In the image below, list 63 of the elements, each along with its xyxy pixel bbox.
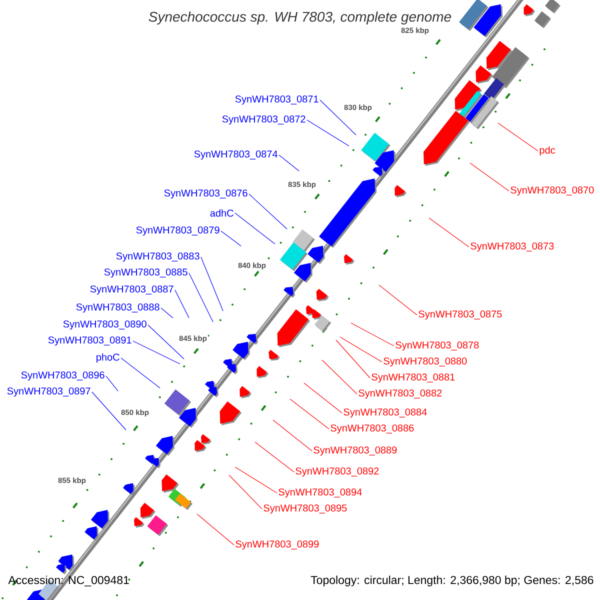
leader-line bbox=[188, 272, 214, 322]
leader-line bbox=[290, 398, 330, 430]
leader-line bbox=[306, 120, 350, 146]
leader-line bbox=[228, 474, 262, 510]
gene-label: SynWH7803_0872 bbox=[222, 115, 306, 125]
gene-label: SynWH7803_0883 bbox=[116, 252, 200, 262]
leader-line bbox=[248, 194, 288, 230]
gene-label: phoC bbox=[96, 353, 120, 363]
gene-label: SynWH7803_0882 bbox=[358, 389, 442, 399]
gene-label: SynWH7803_0896 bbox=[21, 371, 104, 381]
accession-text: Accession: NC_009481 bbox=[8, 576, 129, 586]
title: Synechococcus sp. WH 7803, complete genome bbox=[148, 11, 452, 25]
gene-label: SynWH7803_0879 bbox=[136, 226, 220, 236]
gene-label: SynWH7803_0888 bbox=[76, 303, 160, 313]
gene-label: SynWH7803_0881 bbox=[372, 373, 455, 383]
gene-label: SynWH7803_0889 bbox=[314, 446, 397, 456]
leader-line bbox=[498, 122, 538, 152]
leader-line bbox=[234, 212, 276, 244]
gene-label: SynWH7803_0876 bbox=[164, 189, 248, 199]
gene-label: SynWH7803_0871 bbox=[235, 95, 318, 105]
gene-label: SynWH7803_0884 bbox=[344, 408, 427, 418]
leader-line bbox=[132, 340, 180, 364]
gene-label: SynWH7803_0875 bbox=[418, 310, 502, 320]
gene-label: SynWH7803_0892 bbox=[296, 467, 379, 477]
leader-line bbox=[428, 218, 470, 248]
leader-line bbox=[148, 324, 184, 360]
leader-line bbox=[92, 392, 126, 430]
gene-label: SynWH7803_0899 bbox=[236, 540, 319, 550]
gene-label: SynWH7803_0874 bbox=[194, 150, 278, 160]
leader-line bbox=[320, 100, 356, 136]
leader-line bbox=[470, 162, 510, 192]
gene-label: SynWH7803_0897 bbox=[7, 387, 90, 397]
gene-label: pdc bbox=[540, 146, 556, 156]
leader-line bbox=[254, 442, 294, 472]
gene-label: SynWH7803_0890 bbox=[63, 320, 146, 330]
leader-line bbox=[234, 466, 278, 494]
leader-line bbox=[120, 358, 160, 388]
gene-label: SynWH7803_0870 bbox=[510, 186, 594, 196]
gene-label: SynWH7803_0891 bbox=[48, 336, 132, 346]
leader-line bbox=[322, 360, 358, 394]
leader-line bbox=[160, 308, 174, 318]
leader-line bbox=[174, 290, 190, 318]
gene-label: adhC bbox=[210, 209, 234, 217]
leader-line bbox=[378, 284, 418, 316]
genome-info-text: Topology: circular; Length: 2,366,980 bp; Genes: 2,586 bbox=[310, 576, 594, 586]
leader-line bbox=[340, 336, 382, 362]
gene-label: SynWH7803_0894 bbox=[278, 488, 362, 498]
gene-label: SynWH7803_0873 bbox=[470, 242, 554, 252]
gene-label: SynWH7803_0880 bbox=[384, 357, 467, 367]
gene-label: SynWH7803_0885 bbox=[104, 268, 188, 278]
leader-line bbox=[196, 514, 234, 546]
gene-label: SynWH7803_0895 bbox=[264, 504, 347, 514]
leader-line bbox=[272, 420, 312, 452]
gene-label: SynWH7803_0887 bbox=[90, 285, 174, 295]
leader-line bbox=[220, 230, 242, 246]
leader-line bbox=[336, 340, 370, 378]
leader-line bbox=[106, 376, 118, 392]
leader-line bbox=[278, 154, 300, 172]
leader-line bbox=[304, 382, 342, 414]
leader-line bbox=[350, 322, 394, 346]
gene-label: SynWH7803_0878 bbox=[396, 341, 479, 351]
gene-label: SynWH7803_0886 bbox=[330, 424, 414, 434]
leader-line bbox=[200, 256, 224, 312]
